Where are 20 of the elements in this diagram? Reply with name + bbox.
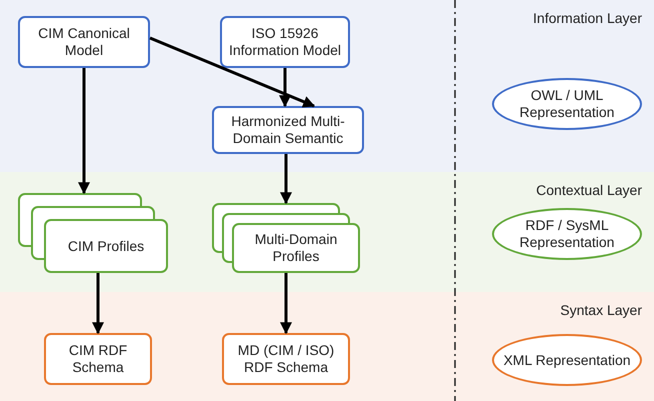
layer-band — [0, 0, 654, 172]
process-box: ISO 15926 Information Model — [220, 16, 350, 68]
process-box: CIM Canonical Model — [18, 16, 150, 68]
arrow — [280, 154, 292, 204]
layer-title: Information Layer — [533, 10, 642, 26]
layer-title: Syntax Layer — [560, 302, 642, 318]
layer-band — [0, 172, 654, 292]
process-box: MD (CIM / ISO) RDF Schema — [222, 333, 350, 385]
process-box: CIM RDF Schema — [44, 333, 152, 385]
layer-title: Contextual Layer — [536, 182, 642, 198]
arrow — [279, 68, 291, 108]
representation-ellipse: RDF / SysML Representation — [492, 208, 642, 260]
arrow — [92, 273, 104, 334]
representation-ellipse: XML Representation — [492, 334, 642, 386]
layer-band — [0, 292, 654, 401]
process-box: Harmonized Multi-Domain Semantic — [212, 106, 364, 154]
arrow — [149, 36, 316, 108]
arrow — [78, 68, 90, 194]
representation-ellipse: OWL / UML Representation — [492, 78, 642, 130]
arrow — [280, 273, 292, 334]
